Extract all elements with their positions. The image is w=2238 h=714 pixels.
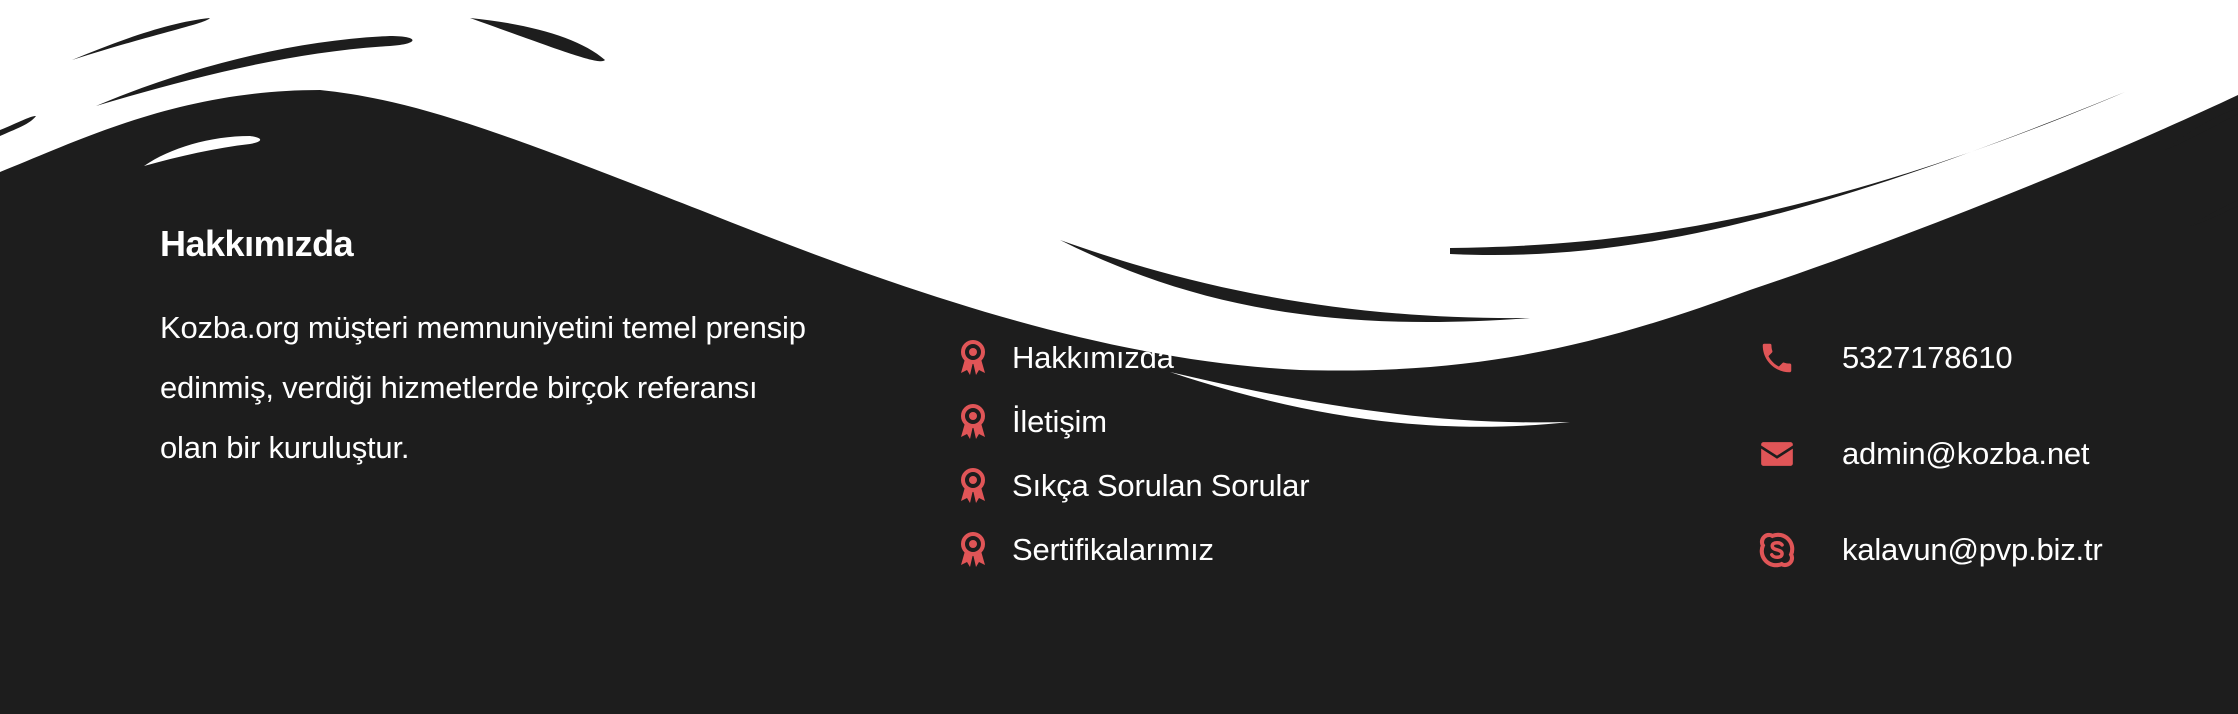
link-label: Sertifikalarımız [1012, 532, 1214, 567]
contact-list: 5327178610 admin@kozba.net kalavun@pvp.b… [1758, 326, 2103, 614]
contact-email[interactable]: admin@kozba.net [1758, 422, 2103, 486]
skype-address: kalavun@pvp.biz.tr [1842, 532, 2103, 567]
link-hakkimizda[interactable]: Hakkımızda [958, 326, 1309, 390]
about-heading: Hakkımızda [160, 223, 354, 264]
link-label: İletişim [1012, 404, 1107, 439]
award-icon [961, 404, 985, 439]
award-icon [961, 468, 985, 503]
envelope-icon [1761, 442, 1793, 466]
email-address: admin@kozba.net [1842, 436, 2090, 471]
about-description: Kozba.org müşteri memnuniyetini temel pr… [160, 310, 806, 465]
contact-skype[interactable]: kalavun@pvp.biz.tr [1758, 518, 2103, 582]
quick-links-list: Hakkımızda İletişim Sıkça Sorulan Sorula… [958, 326, 1310, 582]
contact-phone[interactable]: 5327178610 [1758, 326, 2103, 390]
skype-icon [1759, 532, 1795, 568]
phone-number: 5327178610 [1842, 340, 2013, 375]
link-sertifikalar[interactable]: Sertifikalarımız [958, 518, 1309, 582]
link-label: Hakkımızda [1012, 340, 1174, 375]
award-icon [961, 532, 985, 567]
phone-icon [1762, 343, 1792, 373]
link-sss[interactable]: Sıkça Sorulan Sorular [958, 454, 1310, 518]
award-icon [961, 340, 985, 375]
link-iletisim[interactable]: İletişim [958, 390, 1309, 454]
link-label: Sıkça Sorulan Sorular [1012, 468, 1310, 503]
about-section: Hakkımızda Kozba.org müşteri memnuniyeti… [160, 214, 820, 478]
